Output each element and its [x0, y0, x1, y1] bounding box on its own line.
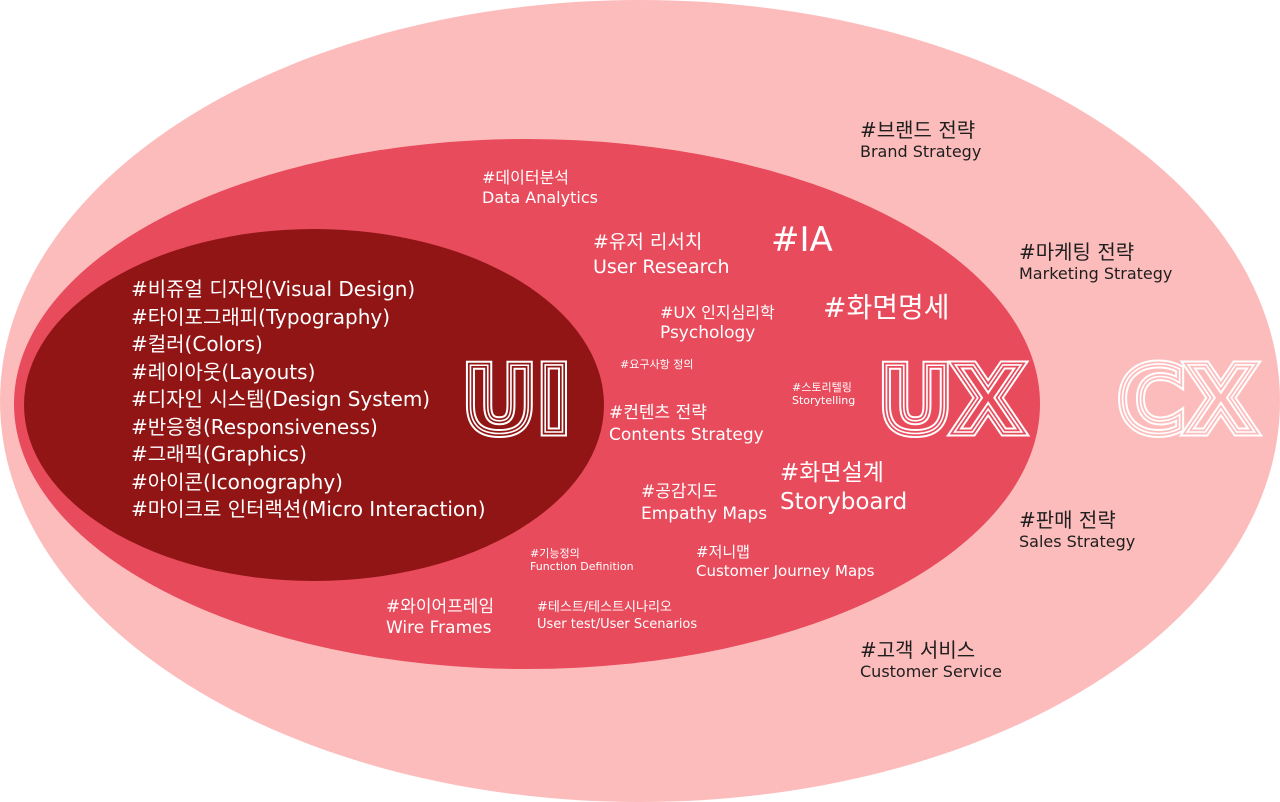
label-en: Customer Journey Maps — [696, 562, 875, 580]
ux-storytelling: #스토리텔링 Storytelling — [792, 381, 855, 407]
ux-user-research: #유저 리서치 User Research — [593, 229, 730, 279]
label-kr: #화면설계 — [780, 460, 884, 486]
label-kr: #공감지도 — [641, 482, 718, 502]
label-en: Data Analytics — [482, 188, 598, 207]
cx-marketing-strategy: #마케팅 전략 Marketing Strategy — [1019, 240, 1172, 284]
label-en: Storytelling — [792, 394, 856, 407]
ux-empathy-maps: #공감지도 Empathy Maps — [641, 481, 767, 525]
svg-text:UI: UI — [462, 347, 571, 454]
ux-contents-strategy: #컨텐츠 전략 Contents Strategy — [609, 402, 764, 446]
label-en: Storyboard — [780, 489, 908, 515]
label-kr: #고객 서비스 — [860, 638, 976, 662]
svg-text:CX: CX — [1118, 347, 1256, 454]
cx-brand-strategy: #브랜드 전략 Brand Strategy — [860, 118, 981, 162]
label-en: Wire Frames — [386, 618, 492, 638]
label-kr: #기능정의 — [530, 547, 580, 560]
label-kr: #판매 전략 — [1019, 508, 1116, 532]
label-en: User Research — [593, 256, 730, 278]
ux-wire-frames: #와이어프레임 Wire Frames — [386, 596, 494, 639]
ui-item: #아이콘(Iconography) — [131, 469, 343, 494]
svg-text:UX: UX — [878, 347, 1024, 454]
ui-item: #컬러(Colors) — [131, 332, 263, 356]
label-kr: #컨텐츠 전략 — [609, 403, 707, 423]
ux-storyboard: #화면설계 Storyboard — [780, 458, 907, 516]
label-en: User test/User Scenarios — [537, 617, 698, 632]
ui-item: #레이아웃(Layouts) — [131, 359, 316, 384]
ui-item: #타이포그래피(Typography) — [131, 304, 391, 329]
cx-big-label: CX CX CX — [1114, 343, 1261, 459]
label-en: Marketing Strategy — [1019, 264, 1173, 283]
label-en: Function Definition — [530, 560, 634, 573]
label-kr: #UX 인지심리학 — [660, 303, 775, 322]
label-en: Brand Strategy — [860, 142, 982, 161]
ux-ia: #IA — [771, 220, 833, 260]
ux-function-definition: #기능정의 Function Definition — [530, 547, 634, 573]
label-kr: #마케팅 전략 — [1019, 240, 1135, 264]
label-kr: #와이어프레임 — [386, 597, 495, 617]
label-en: Psychology — [660, 323, 756, 343]
ux-psychology: #UX 인지심리학 Psychology — [660, 302, 775, 344]
svg-text:UI: UI — [462, 347, 571, 454]
svg-text:UI: UI — [462, 347, 571, 454]
ui-item: #마이크로 인터랙션(Micro Interaction) — [131, 497, 486, 521]
label-en: Sales Strategy — [1019, 532, 1136, 551]
ux-journey-maps: #저니맵 Customer Journey Maps — [696, 542, 875, 581]
ux-requirements: #요구사항 정의 — [620, 358, 694, 371]
ux-user-test: #테스트/테스트시나리오 User test/User Scenarios — [537, 599, 697, 633]
label-kr: #테스트/테스트시나리오 — [537, 600, 672, 615]
svg-text:UX: UX — [878, 347, 1024, 454]
label-kr: #스토리텔링 — [792, 381, 852, 394]
cx-customer-service: #고객 서비스 Customer Service — [860, 638, 1002, 682]
ui-item: #디자인 시스템(Design System) — [131, 387, 431, 411]
ux-big-label: UX UX UX — [874, 343, 1029, 459]
ui-ellipse — [24, 229, 604, 581]
ui-items-list: #비쥬얼 디자인(Visual Design) #타이포그래피(Typograp… — [131, 276, 486, 524]
ui-item: #반응형(Responsiveness) — [131, 414, 378, 439]
label-kr: #브랜드 전략 — [860, 118, 976, 142]
label-en: Contents Strategy — [609, 425, 764, 445]
label-en: Empathy Maps — [641, 504, 768, 524]
svg-text:UX: UX — [878, 347, 1024, 454]
label-kr: #데이터분석 — [482, 168, 570, 187]
cx-sales-strategy: #판매 전략 Sales Strategy — [1019, 508, 1135, 552]
label-kr: #저니맵 — [696, 543, 750, 561]
ui-big-label: UI UI UI — [458, 343, 576, 459]
ux-screen-spec: #화면명세 — [823, 291, 950, 324]
svg-text:CX: CX — [1118, 347, 1256, 454]
ui-item: #그래픽(Graphics) — [131, 442, 307, 466]
ui-item: #비쥬얼 디자인(Visual Design) — [131, 277, 416, 301]
svg-text:CX: CX — [1118, 347, 1256, 454]
label-kr: #유저 리서치 — [593, 231, 703, 253]
label-en: Customer Service — [860, 662, 1002, 681]
ux-data-analytics: #데이터분석 Data Analytics — [482, 168, 598, 208]
